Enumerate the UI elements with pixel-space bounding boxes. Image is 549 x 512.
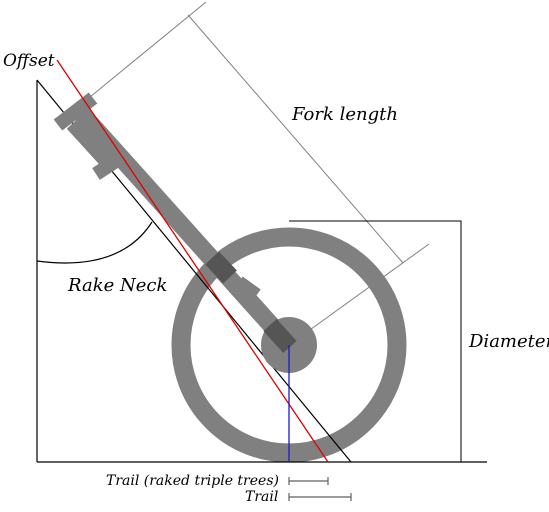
offset-line bbox=[56, 59, 329, 463]
fork-tube bbox=[73, 105, 296, 352]
rake-neck-label: Rake Neck bbox=[67, 275, 167, 296]
triple-tree-top bbox=[53, 92, 98, 131]
fork-tire-overlap-dark bbox=[205, 251, 237, 284]
fork-slider-step bbox=[233, 276, 261, 303]
diameter-bracket bbox=[289, 220, 462, 462]
rake-angle-arc bbox=[36, 221, 153, 264]
trail-raked-label: Trail (raked triple trees) bbox=[106, 473, 279, 489]
fork-assembly bbox=[53, 92, 296, 352]
fork-length-guide-top bbox=[89, 1, 207, 98]
fork-length-label: Fork length bbox=[291, 104, 398, 125]
trail-raked-dimension bbox=[288, 477, 329, 485]
trail-dimension bbox=[288, 493, 352, 501]
trail-label: Trail bbox=[245, 489, 278, 505]
axle-fork-end-dark bbox=[263, 318, 297, 354]
offset-label: Offset bbox=[3, 51, 55, 71]
diameter-label: Diameter bbox=[468, 331, 549, 352]
fork-triple-clamp-plate bbox=[66, 119, 118, 173]
fork-length-dimension-line bbox=[187, 14, 404, 264]
fork-length-guide-bottom bbox=[288, 243, 430, 346]
